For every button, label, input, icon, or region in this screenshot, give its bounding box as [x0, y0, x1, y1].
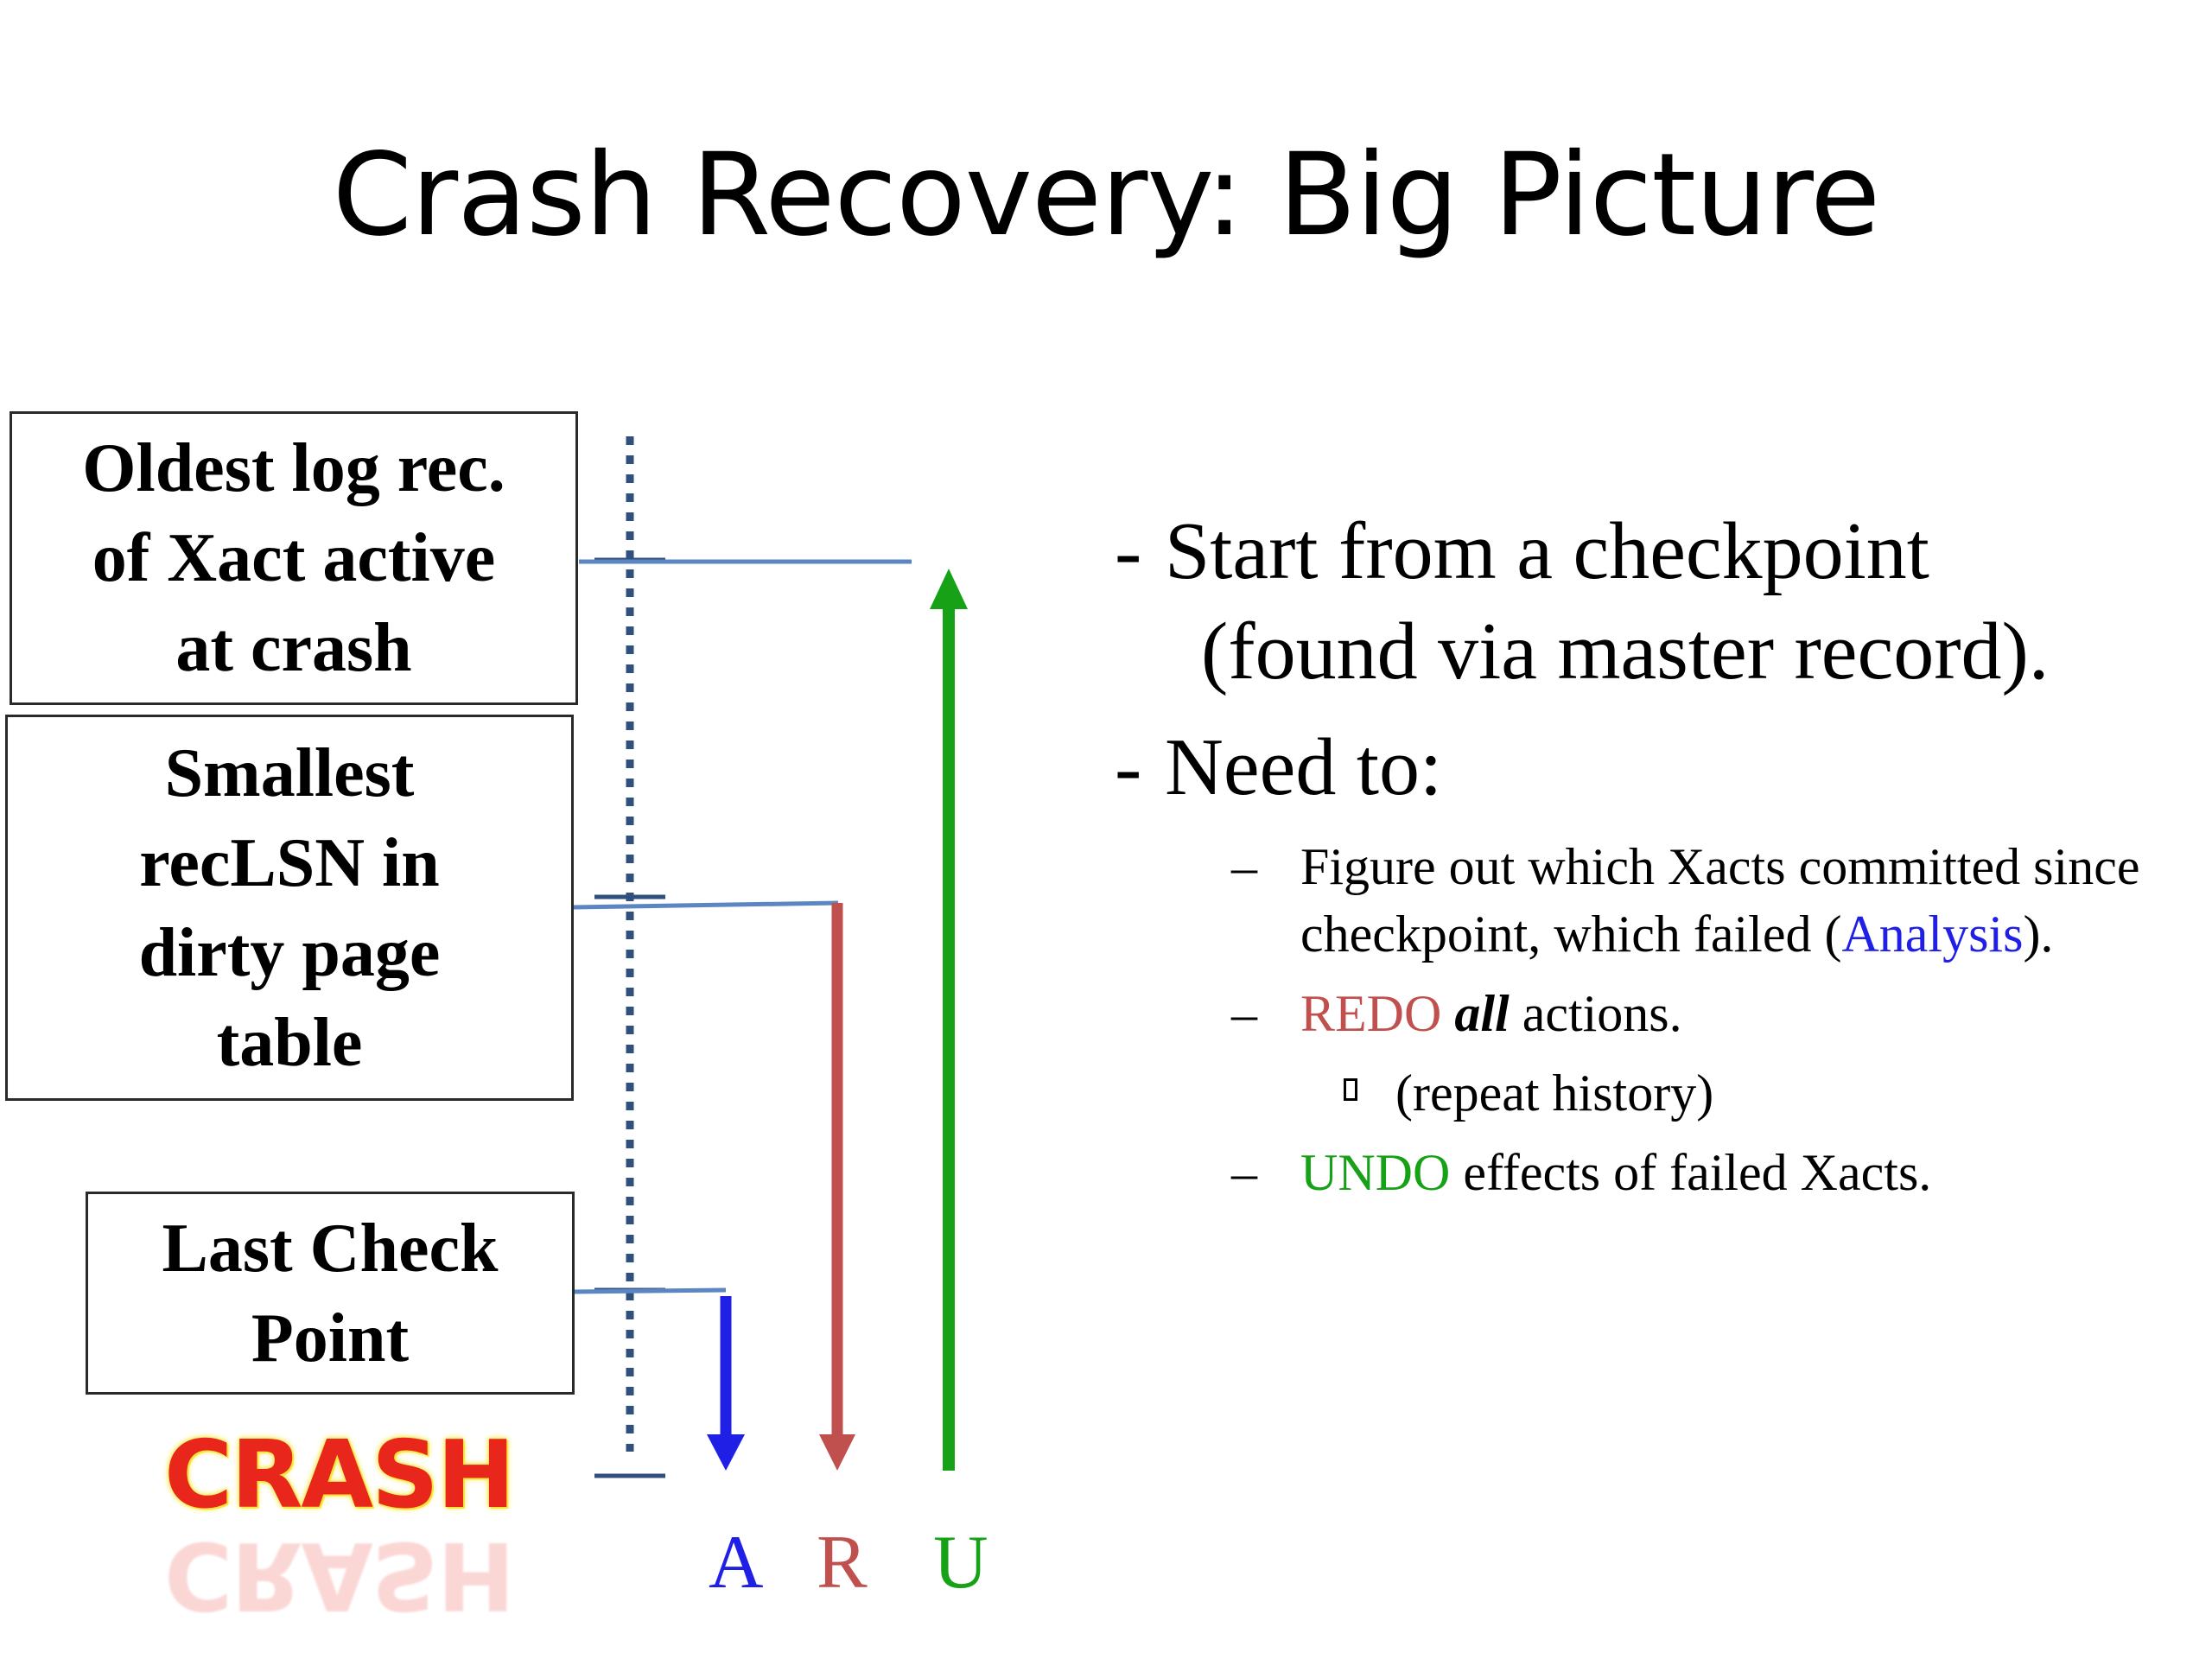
square-bullet-icon: [1344, 1078, 1357, 1101]
crash-logo: CRASH: [164, 1421, 515, 1529]
connector-smallest: [573, 900, 839, 910]
repeat-history-text: (repeat history): [1395, 1065, 1714, 1122]
undo-phase-label: U: [933, 1521, 988, 1605]
sub-bullet-redo: – REDO all actions.: [1115, 980, 2212, 1047]
undo-word: UNDO: [1300, 1144, 1451, 1201]
sub-bullet-analysis: – Figure out which Xacts committed since…: [1115, 833, 2212, 968]
redo-arrowhead: [819, 1434, 855, 1471]
bullet-dash: -: [1115, 722, 1142, 812]
sub-bullet-undo: – UNDO effects of failed Xacts.: [1115, 1139, 2212, 1206]
redo-all: all: [1454, 985, 1510, 1042]
sub-bullet-dash: –: [1231, 985, 1257, 1042]
bullet-need: -Need to:: [1115, 717, 2212, 817]
connector-last: [573, 1287, 727, 1294]
undo-rest: effects of failed Xacts.: [1450, 1144, 1932, 1201]
redo-phase-label: R: [817, 1521, 868, 1605]
smallest-reclsn-box: Smallest recLSN in dirty page table: [5, 715, 574, 1101]
analysis-text: Figure out which Xacts committed since c…: [1300, 838, 2140, 963]
redo-word: REDO: [1300, 985, 1442, 1042]
bullet-list: -Start from a checkpoint (found via mast…: [1115, 501, 2212, 1218]
analysis-word: Analysis: [1841, 906, 2024, 963]
undo-arrowhead: [930, 569, 968, 609]
bullet-dash: -: [1115, 506, 1142, 596]
bullet-start-line2: (found via master record).: [1201, 607, 2050, 696]
page-title: Crash Recovery: Big Picture: [332, 129, 1881, 262]
redo-rest: actions.: [1509, 985, 1682, 1042]
oldest-log-record-box: Oldest log rec. of Xact active at crash: [10, 411, 578, 705]
analysis-phase-label: A: [709, 1521, 764, 1605]
crash-logo-reflection: CRASH: [164, 1521, 514, 1629]
analysis-end: ).: [2023, 906, 2054, 963]
sub-sub-bullet-repeat: (repeat history): [1115, 1059, 2212, 1127]
bullet-need-text: Need to:: [1165, 722, 1443, 812]
analysis-arrowhead: [707, 1434, 745, 1471]
sub-bullet-dash: –: [1231, 838, 1257, 895]
bullet-start: -Start from a checkpoint (found via mast…: [1115, 501, 2212, 702]
sub-bullet-dash: –: [1231, 1144, 1257, 1201]
last-checkpoint-box: Last Check Point: [86, 1192, 575, 1395]
bullet-start-line1: Start from a checkpoint: [1165, 506, 1929, 596]
